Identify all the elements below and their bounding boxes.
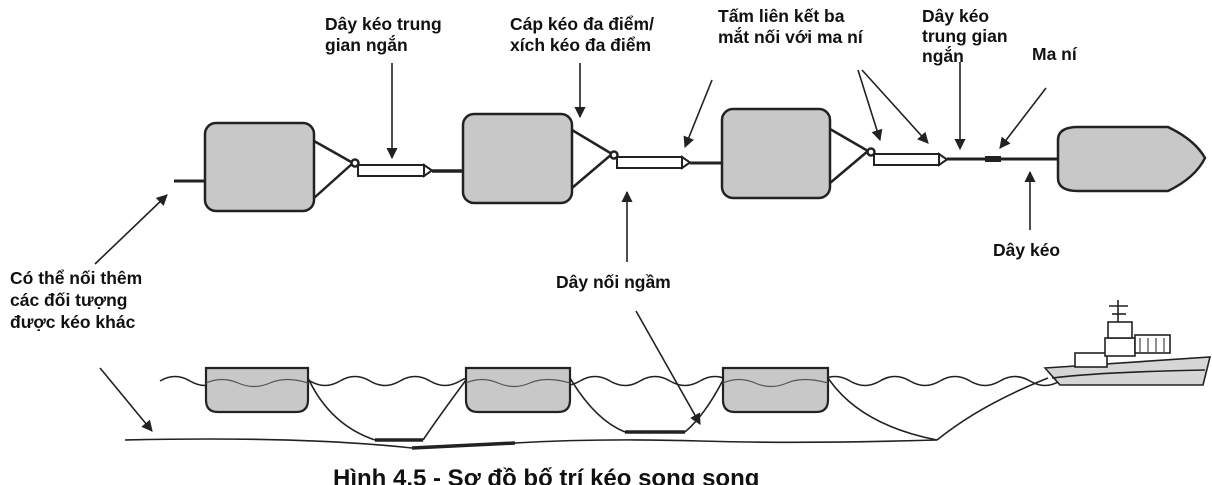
label-multipoint-cable: Cáp kéo đa điểm/ xích kéo đa điểm bbox=[510, 14, 654, 56]
label-line: Dây kéo bbox=[922, 6, 990, 26]
tug-side bbox=[1043, 300, 1212, 386]
label-short-pennant-1: Dây kéo trung gian ngắn bbox=[325, 14, 442, 56]
label-line: Cáp kéo đa điểm/ bbox=[510, 14, 654, 34]
label-more-objects: Có thể nối thêm các đối tượng được kéo k… bbox=[10, 267, 142, 333]
label-line: gian ngắn bbox=[325, 35, 408, 55]
short-pennant-1 bbox=[357, 163, 463, 178]
label-line: các đối tượng bbox=[10, 290, 128, 310]
tug-plan bbox=[1056, 125, 1207, 193]
label-line: ngắn bbox=[922, 46, 964, 66]
label-shackle: Ma ní bbox=[1032, 44, 1077, 64]
shackle-mark bbox=[985, 156, 1001, 162]
label-short-pennant-2: Dây kéo trung gian ngắn bbox=[922, 6, 1008, 66]
barge-2-side bbox=[464, 366, 572, 414]
barge-1 bbox=[203, 121, 316, 213]
callout-arrows bbox=[94, 62, 1047, 265]
label-line: Dây kéo trung bbox=[325, 14, 442, 34]
label-line: trung gian bbox=[922, 26, 1008, 46]
multipoint-cable bbox=[616, 155, 722, 170]
barge-3 bbox=[720, 107, 832, 200]
label-submerged-line: Dây nối ngầm bbox=[556, 272, 671, 292]
barge-2 bbox=[461, 112, 574, 205]
short-pennant-2 bbox=[873, 152, 949, 167]
figure-caption: Hình 4.5 - Sơ đồ bố trí kéo song song bbox=[333, 466, 760, 485]
submerged-lines bbox=[124, 377, 1049, 449]
label-triangle-plate: Tấm liên kết ba mắt nối với ma ní bbox=[718, 6, 863, 48]
catenary-bottom bbox=[375, 430, 685, 450]
bridle-3 bbox=[829, 127, 876, 184]
label-line: xích kéo đa điểm bbox=[510, 35, 652, 55]
tow-line-assembly bbox=[947, 156, 1058, 162]
barge-1-side bbox=[204, 366, 310, 414]
label-line: Tấm liên kết ba bbox=[718, 6, 845, 26]
label-tow-line: Dây kéo bbox=[993, 240, 1061, 260]
label-line: được kéo khác bbox=[10, 312, 136, 332]
label-line: Có thể nối thêm bbox=[10, 268, 143, 288]
side-view bbox=[94, 62, 1212, 450]
bridle-2 bbox=[571, 128, 619, 189]
barge-3-side bbox=[721, 366, 830, 414]
bridle-1 bbox=[313, 139, 360, 199]
plan-view bbox=[174, 107, 1207, 213]
label-line: mắt nối với ma ní bbox=[718, 27, 863, 47]
